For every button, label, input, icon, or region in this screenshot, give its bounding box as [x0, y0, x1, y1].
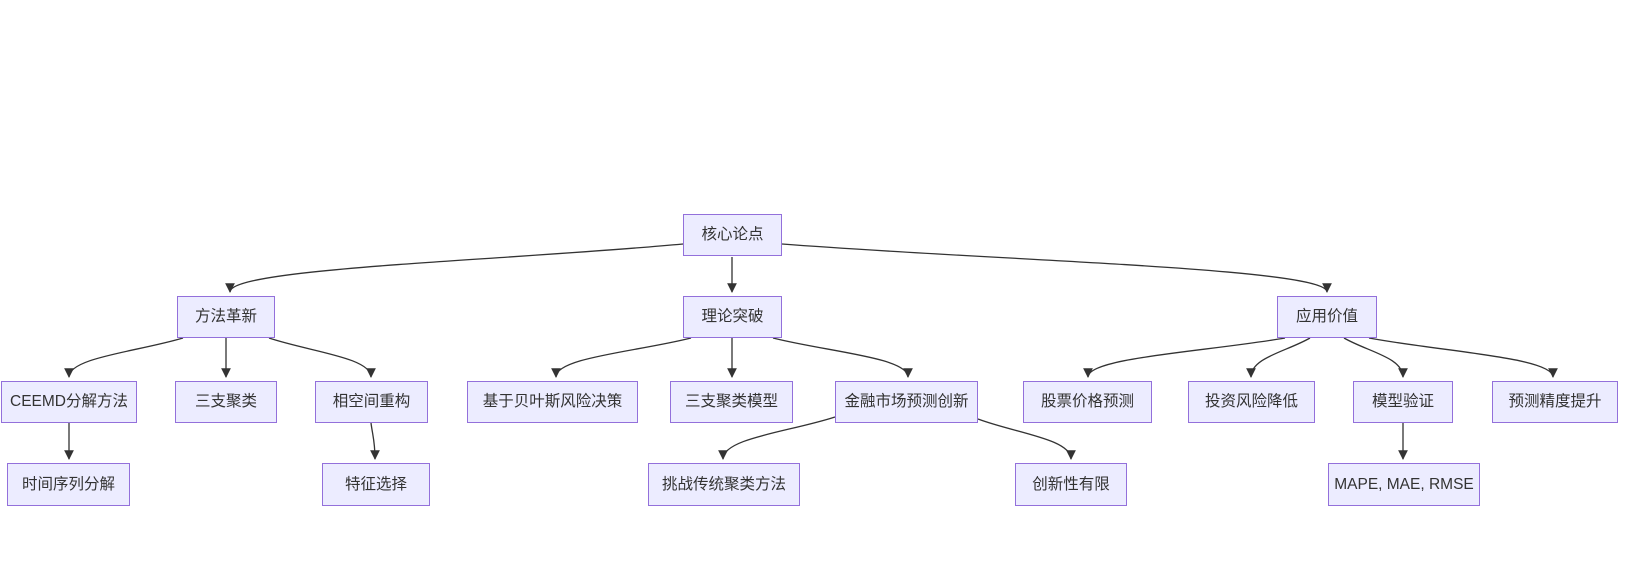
node-ceemd: CEEMD分解方法	[1, 381, 137, 423]
node-root: 核心论点	[683, 214, 782, 256]
node-limited: 创新性有限	[1015, 463, 1127, 506]
node-challenge: 挑战传统聚类方法	[648, 463, 800, 506]
node-application: 应用价值	[1277, 296, 1377, 338]
node-validation: 模型验证	[1353, 381, 1453, 423]
node-accuracy: 预测精度提升	[1492, 381, 1618, 423]
node-finance: 金融市场预测创新	[835, 381, 978, 423]
edge-method-phase	[268, 337, 376, 378]
edge-application-validation	[1343, 337, 1408, 378]
node-bayes: 基于贝叶斯风险决策	[467, 381, 638, 423]
edge-finance-limited	[977, 418, 1076, 460]
node-feature: 特征选择	[322, 463, 430, 506]
edge-root-application	[781, 243, 1332, 293]
node-risk: 投资风险降低	[1188, 381, 1315, 423]
edge-application-accuracy	[1368, 337, 1558, 378]
edge-application-stock	[1083, 337, 1286, 378]
node-stock: 股票价格预测	[1023, 381, 1152, 423]
edge-finance-challenge	[718, 416, 836, 460]
edge-theory-bayes	[551, 337, 692, 378]
node-method: 方法革新	[177, 296, 275, 338]
node-theory: 理论突破	[683, 296, 782, 338]
edge-theory-finance	[772, 337, 913, 378]
node-phase: 相空间重构	[315, 381, 428, 423]
edge-application-risk	[1246, 337, 1311, 378]
node-ts: 时间序列分解	[7, 463, 130, 506]
edge-phase-feature	[370, 422, 380, 460]
edge-root-method	[225, 243, 684, 293]
edge-method-ceemd	[64, 337, 184, 378]
node-model: 三支聚类模型	[670, 381, 793, 423]
node-threeway: 三支聚类	[175, 381, 277, 423]
node-metrics: MAPE, MAE, RMSE	[1328, 463, 1480, 506]
